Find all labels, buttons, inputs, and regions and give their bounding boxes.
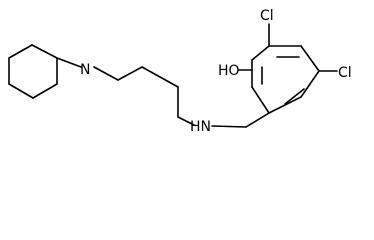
benzyl-linker [211,112,270,128]
hydroxyl-label: HO [218,63,240,79]
double-bond-inner [284,88,305,105]
bond [31,44,58,59]
bond [117,66,143,81]
bond [56,57,82,68]
propyl-chain [93,66,195,126]
bond [300,45,320,72]
bond [8,83,34,99]
structure-svg: N HN HO Cl Cl [8,8,352,135]
chloro-top-label: Cl [260,8,274,24]
bond [211,125,247,128]
bond [300,70,320,98]
bond [245,112,270,128]
amine-nh-label: HN [190,119,211,135]
bond [268,96,302,114]
chloro-right-label: Cl [338,65,352,81]
bond [32,83,58,99]
bond [251,45,270,61]
benzene-ring [251,45,320,114]
bond [177,116,195,126]
bond [141,66,179,88]
molecule-diagram: N HN HO Cl Cl [8,8,352,135]
substituent-bonds [238,23,338,72]
bond [8,44,33,59]
piperidine-ring [8,44,82,99]
piperidine-nitrogen-label: N [80,62,90,78]
bond [251,86,270,114]
bond [93,66,119,81]
